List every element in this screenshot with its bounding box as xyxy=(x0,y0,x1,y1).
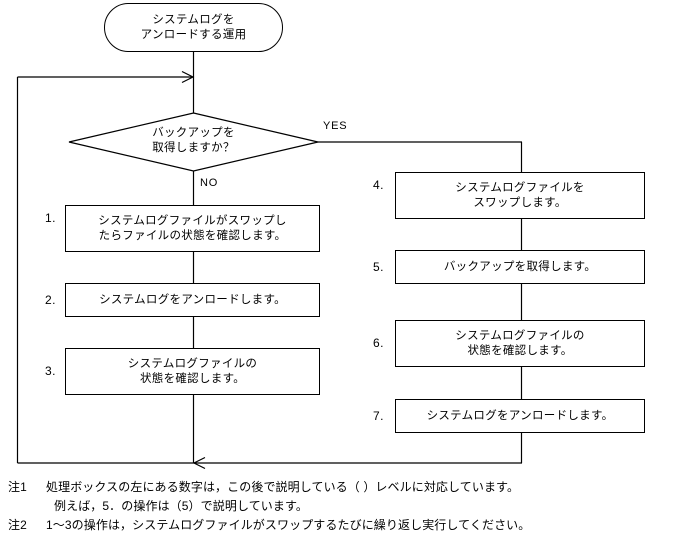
process-box-1-line-1: システムログファイルがスワップし xyxy=(98,214,287,227)
process-box-4: システムログファイルを スワップします。 xyxy=(395,172,645,219)
edge-label-no: NO xyxy=(200,177,219,189)
notes-section: 注1 処理ボックスの左にある数字は，この後で説明している（ ）レベルに対応していま… xyxy=(0,478,674,535)
process-box-1-line-2: たらファイルの状態を確認します。 xyxy=(98,229,287,242)
process-box-5: バックアップを取得します。 xyxy=(395,250,645,284)
flow-connector-layer xyxy=(16,52,523,470)
process-box-2-line-1: システムログをアンロードします。 xyxy=(99,293,286,306)
note-label-2: 注2 xyxy=(8,518,27,532)
process-box-7: システムログをアンロードします。 xyxy=(395,399,645,433)
note-text-1: 処理ボックスの左にある数字は，この後で説明している（ ）レベルに対応しています。 xyxy=(46,480,520,494)
step-number-1: 1. xyxy=(44,211,56,225)
note-text-2: 1～3の操作は，システムログファイルがスワップするたびに繰り返し実行してください… xyxy=(46,518,531,532)
process-box-6: システムログファイルの 状態を確認します。 xyxy=(395,320,645,367)
process-box-4-line-1: システムログファイルを xyxy=(455,181,585,194)
note-continuation-1: 例えば，5．の操作は（5）で説明しています。 xyxy=(54,499,308,513)
process-box-5-line-1: バックアップを取得します。 xyxy=(443,260,597,273)
process-box-1: システムログファイルがスワップし たらファイルの状態を確認します。 xyxy=(65,205,320,252)
process-box-4-line-2: スワップします。 xyxy=(473,196,567,209)
step-number-2: 2. xyxy=(44,293,56,307)
process-box-2: システムログをアンロードします。 xyxy=(65,283,320,317)
process-box-6-line-1: システムログファイルの xyxy=(455,329,585,342)
loop-arrowhead-right xyxy=(181,70,195,84)
edge-label-yes: YES xyxy=(323,120,348,132)
step-number-5: 5. xyxy=(372,260,384,274)
decision-line-1: バックアップを xyxy=(152,127,235,139)
process-box-7-line-1: システムログをアンロードします。 xyxy=(426,409,614,422)
step-number-6: 6. xyxy=(372,336,384,350)
process-box-3: システムログファイルの 状態を確認します。 xyxy=(65,348,320,395)
step-number-3: 3. xyxy=(44,364,56,378)
note-label-1: 注1 xyxy=(8,480,27,494)
terminal-line-1: システムログを xyxy=(152,13,235,26)
terminal-line-2: アンロードする運用 xyxy=(140,28,247,41)
step-number-4: 4. xyxy=(372,178,384,192)
process-box-3-line-2: 状態を確認します。 xyxy=(139,372,246,385)
process-box-3-line-1: システムログファイルの xyxy=(127,357,258,370)
step-number-7: 7. xyxy=(372,409,384,423)
note-row-1: 注1 処理ボックスの左にある数字は，この後で説明している（ ）レベルに対応していま… xyxy=(0,478,674,497)
decision-line-2: 取得しますか？ xyxy=(152,142,235,154)
note-row-2: 注2 1～3の操作は，システムログファイルがスワップするたびに繰り返し実行してくだ… xyxy=(0,516,674,535)
decision-label: バックアップを 取得しますか？ xyxy=(129,126,258,156)
process-box-6-line-2: 状態を確認します。 xyxy=(467,344,573,357)
terminal-start: システムログを アンロードする運用 xyxy=(104,3,283,52)
